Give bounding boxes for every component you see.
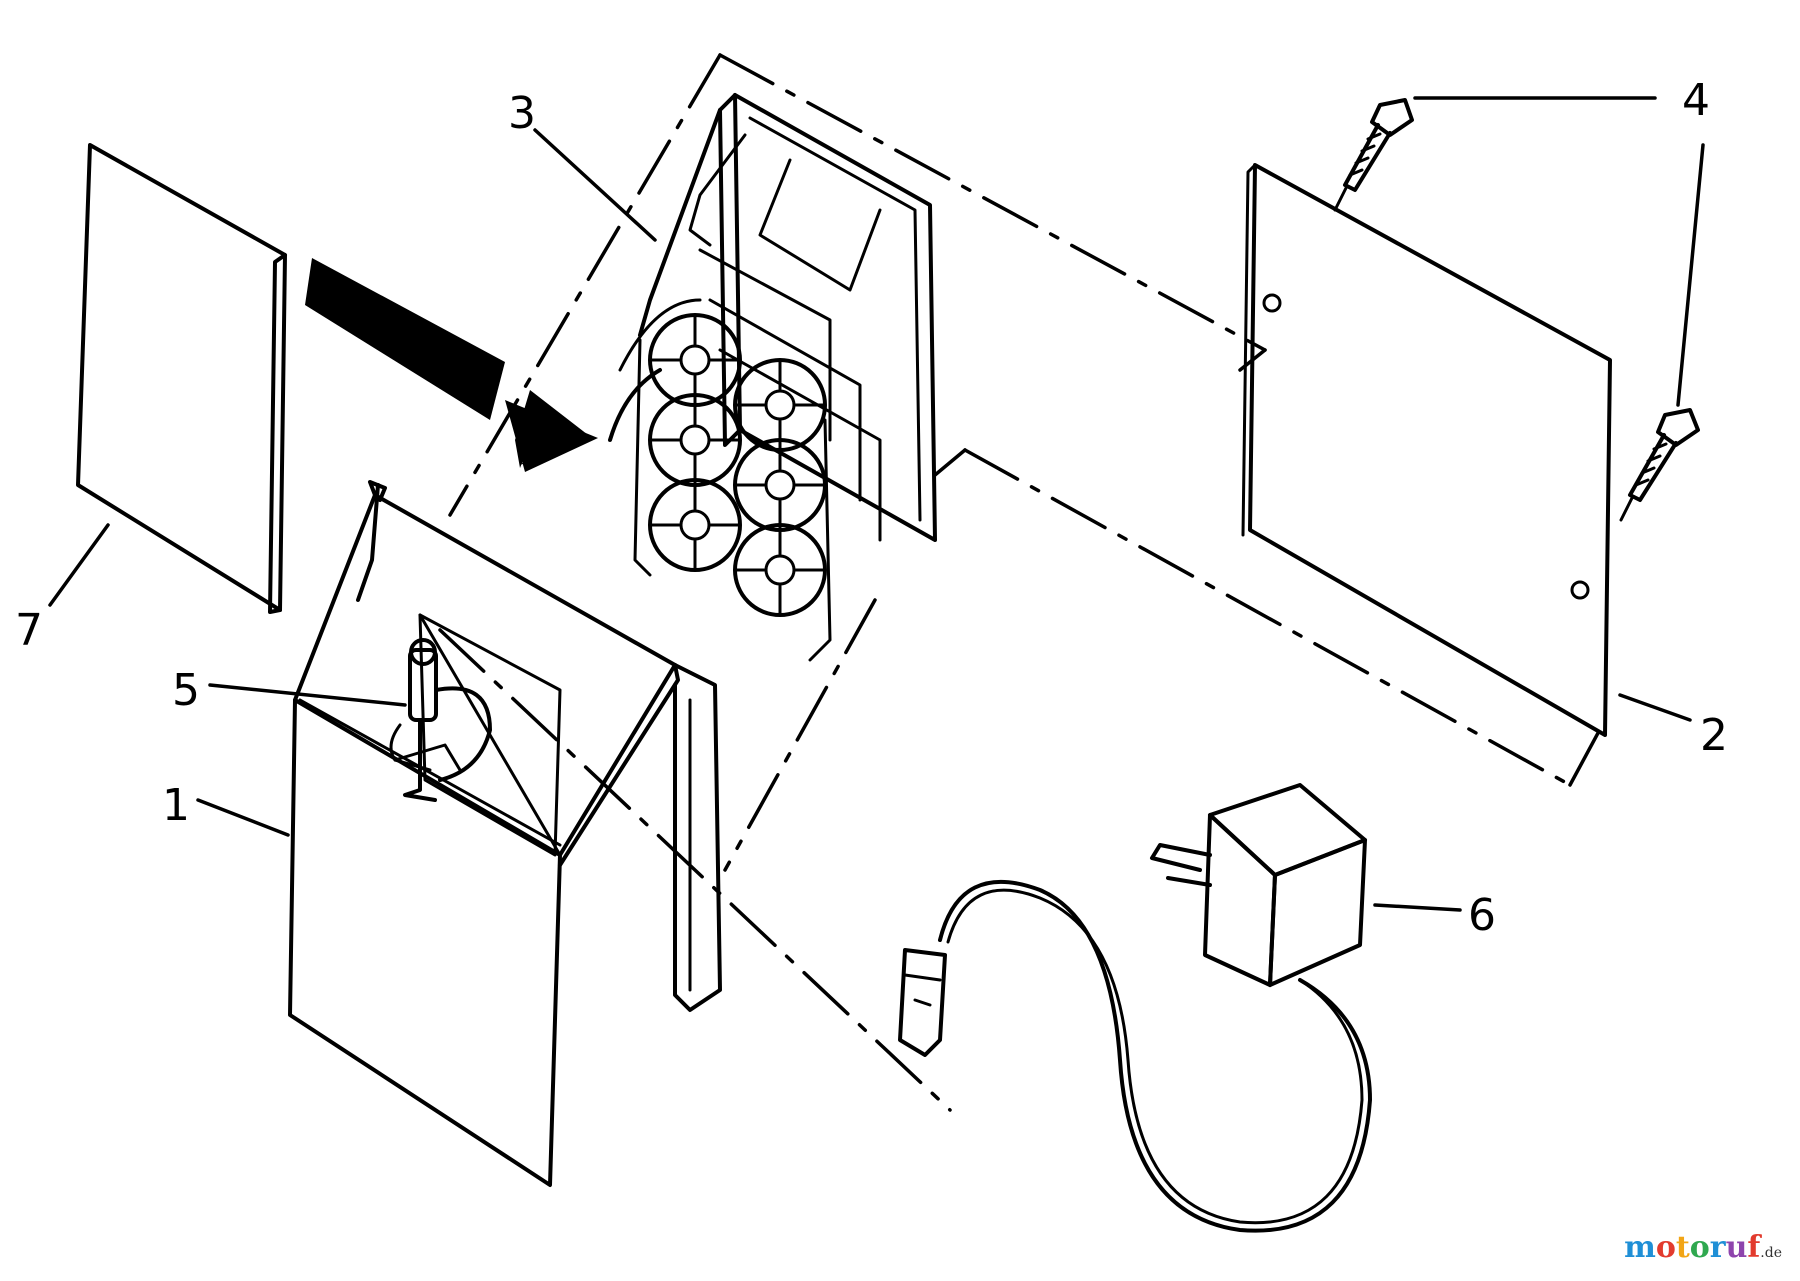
screw-bottom xyxy=(1619,408,1700,522)
watermark-logo: motoruf.de xyxy=(1624,1230,1782,1265)
watermark-letter: t xyxy=(1675,1230,1690,1265)
assembly-lines xyxy=(438,53,1607,1112)
callout-7: 7 xyxy=(15,605,43,656)
watermark-letter: o xyxy=(1689,1230,1710,1265)
callout-4-top: 4 xyxy=(1682,75,1710,126)
leader-lines xyxy=(48,96,1705,912)
watermark-suffix: .de xyxy=(1760,1245,1782,1261)
callout-3: 3 xyxy=(508,88,536,139)
watermark-letter: u xyxy=(1725,1230,1748,1265)
screw-top xyxy=(1333,98,1414,212)
watermark-text: motoruf xyxy=(1624,1230,1760,1265)
part-5-switch-assembly xyxy=(389,638,492,802)
watermark-letter: m xyxy=(1624,1230,1656,1265)
part-6-power-adapter xyxy=(898,783,1372,1233)
part-3-cartridge-holder xyxy=(608,93,937,662)
part-7-filter-pad xyxy=(76,143,287,614)
watermark-letter: f xyxy=(1747,1230,1761,1265)
callout-5: 5 xyxy=(172,665,200,716)
watermark-letter: r xyxy=(1709,1230,1726,1265)
part-1-housing xyxy=(288,480,722,1187)
insert-direction-arrow xyxy=(305,258,598,472)
callout-6: 6 xyxy=(1468,890,1496,941)
callout-1: 1 xyxy=(162,780,190,831)
cartridge-wheels xyxy=(633,313,832,662)
part-2-cover-plate xyxy=(1241,163,1612,737)
callout-labels: 3 4 7 5 1 2 6 xyxy=(15,75,1728,941)
callout-2: 2 xyxy=(1700,710,1728,761)
part-4-screws xyxy=(1333,98,1700,522)
watermark-letter: o xyxy=(1655,1230,1676,1265)
